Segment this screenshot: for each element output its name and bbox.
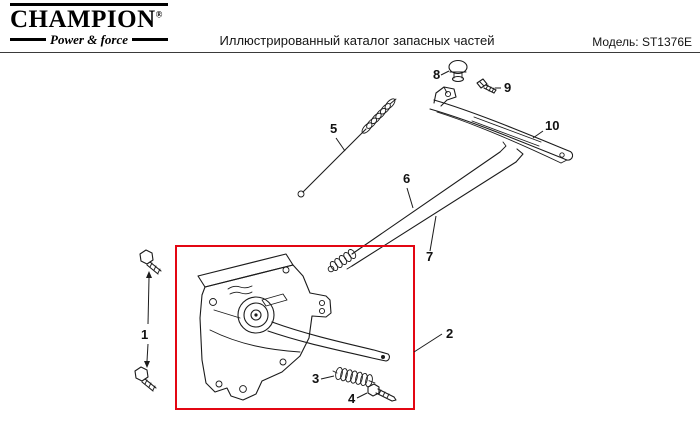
leader-4	[356, 392, 368, 399]
part-6-rod-drawing	[327, 141, 507, 273]
callout-8: 8	[433, 67, 440, 82]
callout-5: 5	[330, 121, 337, 136]
leader-7	[429, 215, 437, 252]
model-label: Модель: ST1376E	[592, 35, 692, 49]
brand-name: CHAMPION	[10, 6, 156, 33]
part-10-lever-drawing	[429, 86, 574, 164]
callout-6: 6	[403, 171, 410, 186]
leader-2	[413, 333, 443, 353]
header: CHAMPION® Power & force Иллюстрированный…	[0, 0, 700, 53]
callout-10: 10	[545, 118, 559, 133]
part-8-knob-drawing	[440, 59, 468, 83]
tagline-rule-right	[132, 38, 169, 41]
leader-6	[406, 187, 414, 209]
callout-9: 9	[504, 80, 511, 95]
highlight-box	[175, 245, 415, 410]
part-5-spring-rod-drawing	[297, 98, 397, 198]
leader-3	[320, 375, 335, 380]
brand-tagline: Power & force	[50, 31, 128, 47]
part-7-rod-drawing	[346, 148, 524, 270]
callout-3: 3	[312, 371, 319, 386]
page-title: Иллюстрированный каталог запасных частей	[219, 33, 495, 48]
leader-5	[335, 137, 346, 152]
leader-1-lower	[146, 343, 149, 362]
callout-2: 2	[446, 326, 453, 341]
part-1-bolts-drawing	[134, 249, 162, 392]
part-3-spring-drawing	[320, 366, 376, 388]
leader-10	[532, 130, 544, 139]
registered-trademark-icon: ®	[155, 9, 163, 20]
leader-1-upper	[147, 277, 150, 325]
brand-logo: CHAMPION® Power & force	[10, 3, 169, 48]
callout-7: 7	[426, 249, 433, 264]
tagline-rule-left	[10, 38, 47, 41]
part-9-bolt-drawing	[476, 78, 501, 94]
brand-tagline-row: Power & force	[10, 31, 169, 48]
callout-4: 4	[348, 391, 356, 406]
leader-8	[440, 70, 450, 76]
brand-wordmark: CHAMPION®	[10, 7, 168, 33]
parts-diagram: 8 9 10 5	[134, 59, 574, 410]
part-4-screw-drawing	[356, 383, 397, 402]
callout-1: 1	[141, 327, 148, 342]
part-2-bracket-assembly-drawing	[197, 253, 443, 401]
